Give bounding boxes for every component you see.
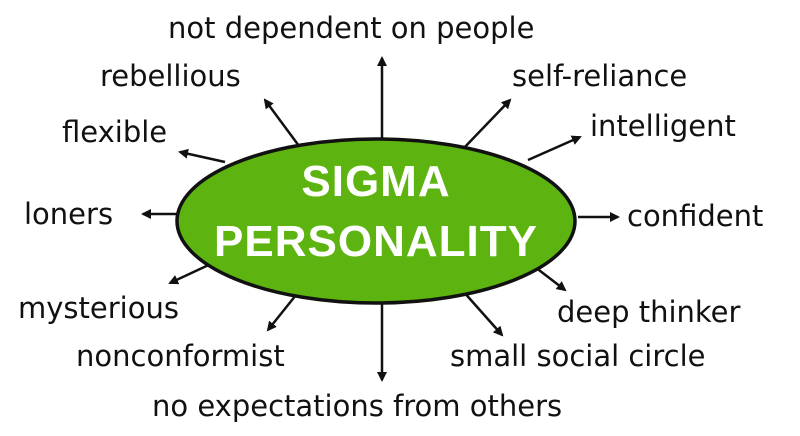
center-title-line2: PERSONALITY [214, 217, 538, 266]
trait-self-reliance: self-reliance [512, 59, 688, 93]
trait-no-expectations-from-others: no expectations from others [152, 389, 563, 423]
trait-small-social-circle: small social circle [450, 339, 706, 373]
arrow-lower-right [534, 266, 567, 292]
arrow-upper-right [527, 135, 582, 162]
trait-confident: confident [627, 199, 764, 233]
trait-loners: loners [24, 197, 114, 231]
arrow-top-left [263, 98, 304, 151]
center-ellipse [175, 137, 577, 305]
center-title-line1: SIGMA [301, 157, 451, 206]
trait-nonconformist: nonconformist [76, 339, 285, 373]
trait-intelligent: intelligent [590, 109, 736, 143]
arrow-bottom-right [461, 289, 504, 337]
trait-flexible: flexible [62, 115, 168, 149]
arrow-upper-left [178, 148, 226, 164]
trait-mysterious: mysterious [18, 291, 179, 325]
arrow-top-right [461, 98, 512, 151]
trait-rebellious: rebellious [100, 59, 241, 93]
trait-deep-thinker: deep thinker [557, 295, 741, 329]
trait-not-dependent-on-people: not dependent on people [168, 11, 535, 45]
